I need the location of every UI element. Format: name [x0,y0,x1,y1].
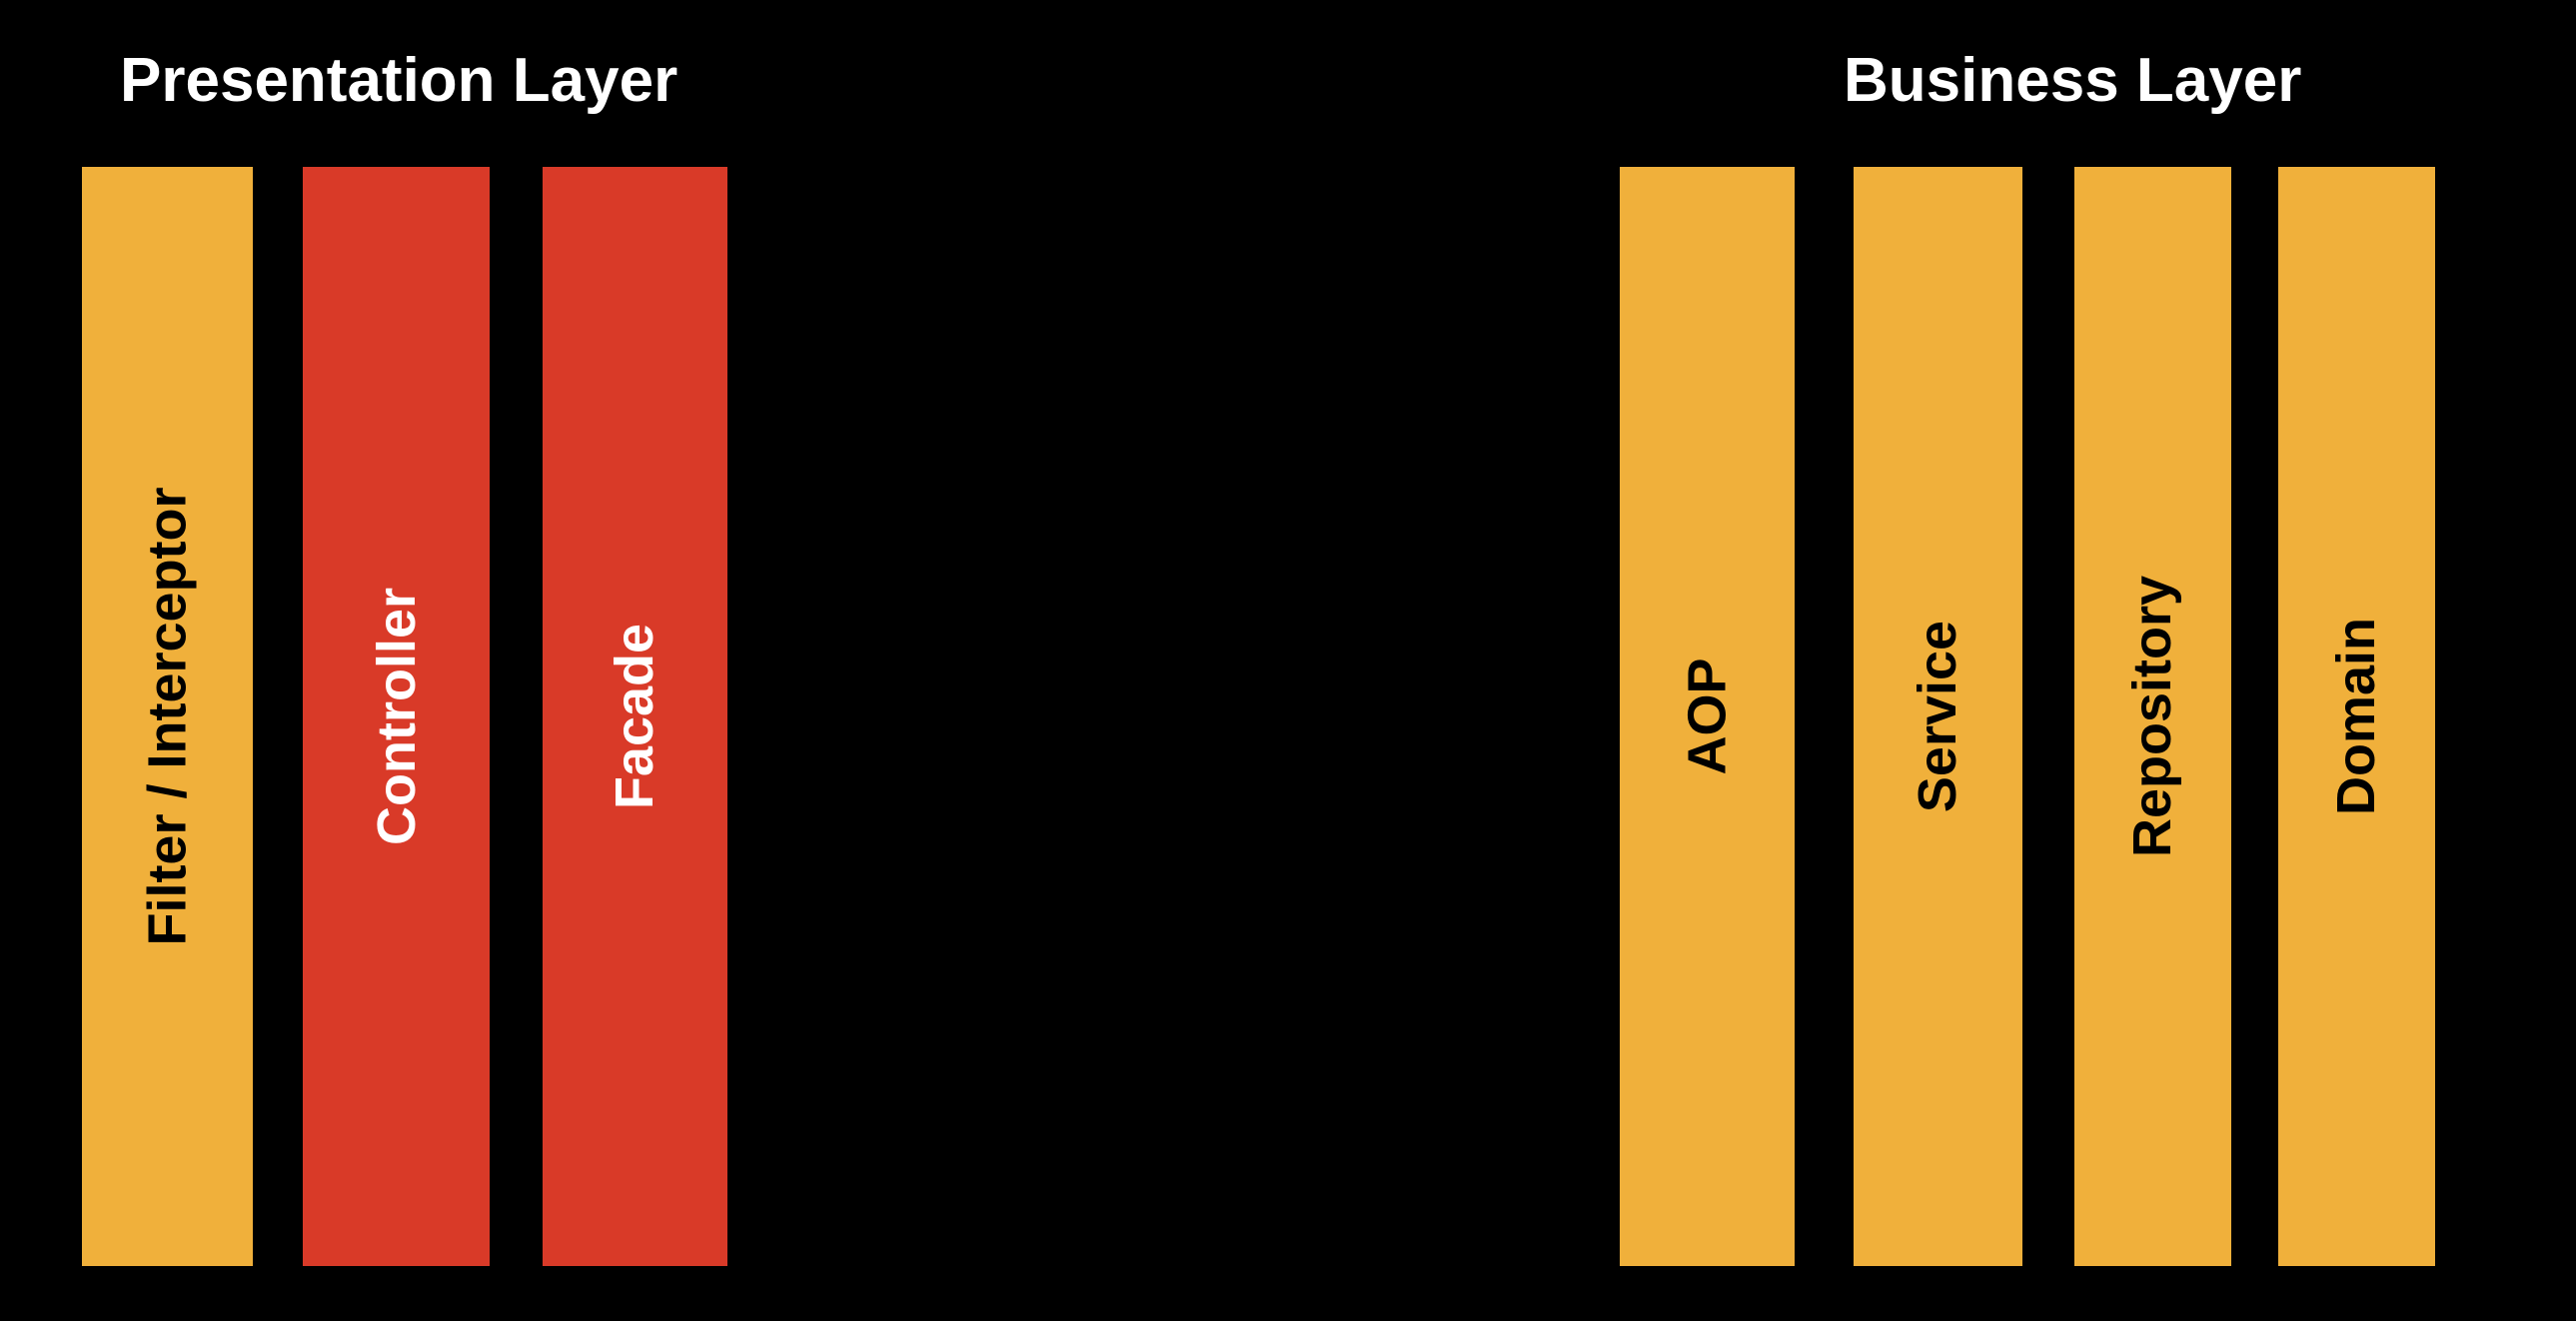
layer-column-facade[interactable]: Facade [543,167,727,1266]
layer-column-label: Filter / Interceptor [137,487,198,946]
layer-column-service[interactable]: Service [1854,167,2022,1266]
business-layer-title: Business Layer [1844,46,2302,115]
layer-column-label: Facade [605,623,665,810]
layer-column-repository[interactable]: Repository [2074,167,2231,1266]
layer-column-filter-interceptor[interactable]: Filter / Interceptor [82,167,253,1266]
layer-column-label: Repository [2122,575,2183,858]
layer-column-domain[interactable]: Domain [2278,167,2435,1266]
presentation-layer-title: Presentation Layer [120,46,678,115]
layer-column-aop[interactable]: AOP [1620,167,1795,1266]
layer-column-label: Domain [2326,617,2387,816]
layer-column-controller[interactable]: Controller [303,167,490,1266]
layer-column-label: AOP [1677,658,1738,775]
layer-column-label: Controller [366,587,427,846]
layer-column-label: Service [1908,620,1968,813]
